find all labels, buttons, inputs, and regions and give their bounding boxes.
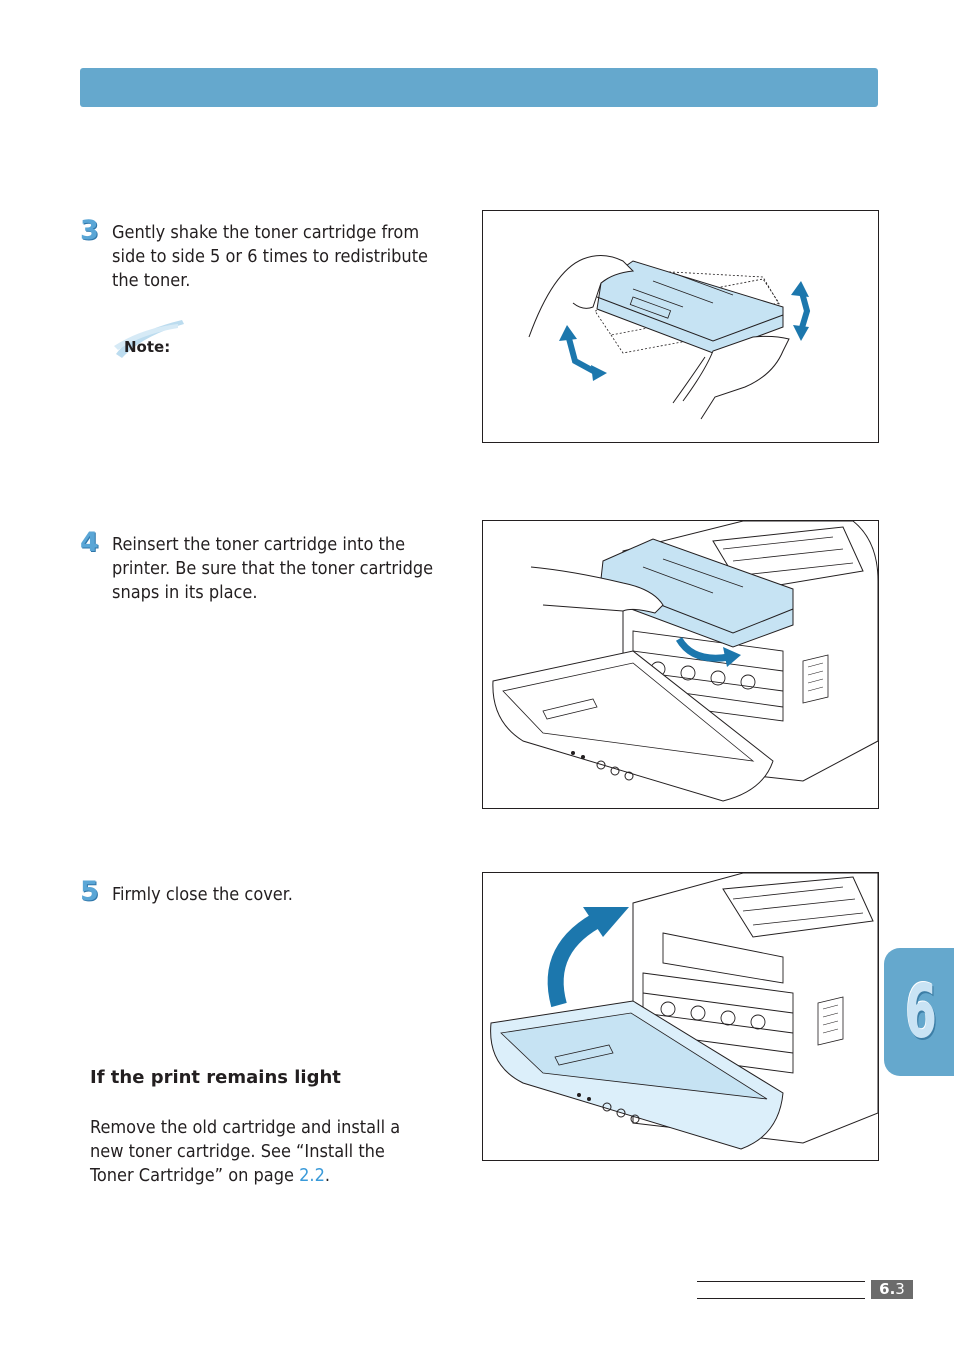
shake-arrows-icon xyxy=(559,281,811,381)
step-3-text: Gently shake the toner cartridge from si… xyxy=(112,222,429,291)
figure-shake-cartridge xyxy=(482,210,879,443)
footer-rule-top xyxy=(697,1281,865,1282)
insert-arrow-icon xyxy=(675,637,741,667)
chapter-tab xyxy=(884,948,954,1076)
header-bar xyxy=(80,68,878,107)
page-number-badge: 6.3 xyxy=(871,1280,913,1299)
footer-rule-bottom xyxy=(697,1298,865,1299)
page-link[interactable]: 2.2 xyxy=(299,1165,325,1186)
chapter-number: 6 xyxy=(905,969,937,1055)
note-brush-icon xyxy=(114,320,184,358)
section-heading: If the print remains light xyxy=(90,1067,341,1088)
figure-reinsert-cartridge xyxy=(482,520,879,809)
footer-page: 3 xyxy=(895,1280,905,1298)
step-3-number: 3 xyxy=(80,215,99,246)
note-label: Note: xyxy=(124,338,171,356)
footer-chapter: 6. xyxy=(879,1280,896,1298)
section-body-end: . xyxy=(324,1165,331,1186)
section-body-text: Remove the old cartridge and install a n… xyxy=(90,1117,401,1186)
section-body: Remove the old cartridge and install a n… xyxy=(90,1116,430,1188)
note: Note: xyxy=(112,318,192,362)
step-5-number: 5 xyxy=(80,876,99,907)
close-arrow-icon xyxy=(547,907,629,1008)
step-4-text: Reinsert the toner cartridge into the pr… xyxy=(112,534,434,603)
step-4-number: 4 xyxy=(80,527,99,558)
figure-close-cover xyxy=(482,872,879,1161)
step-5-text: Firmly close the cover. xyxy=(112,884,293,905)
